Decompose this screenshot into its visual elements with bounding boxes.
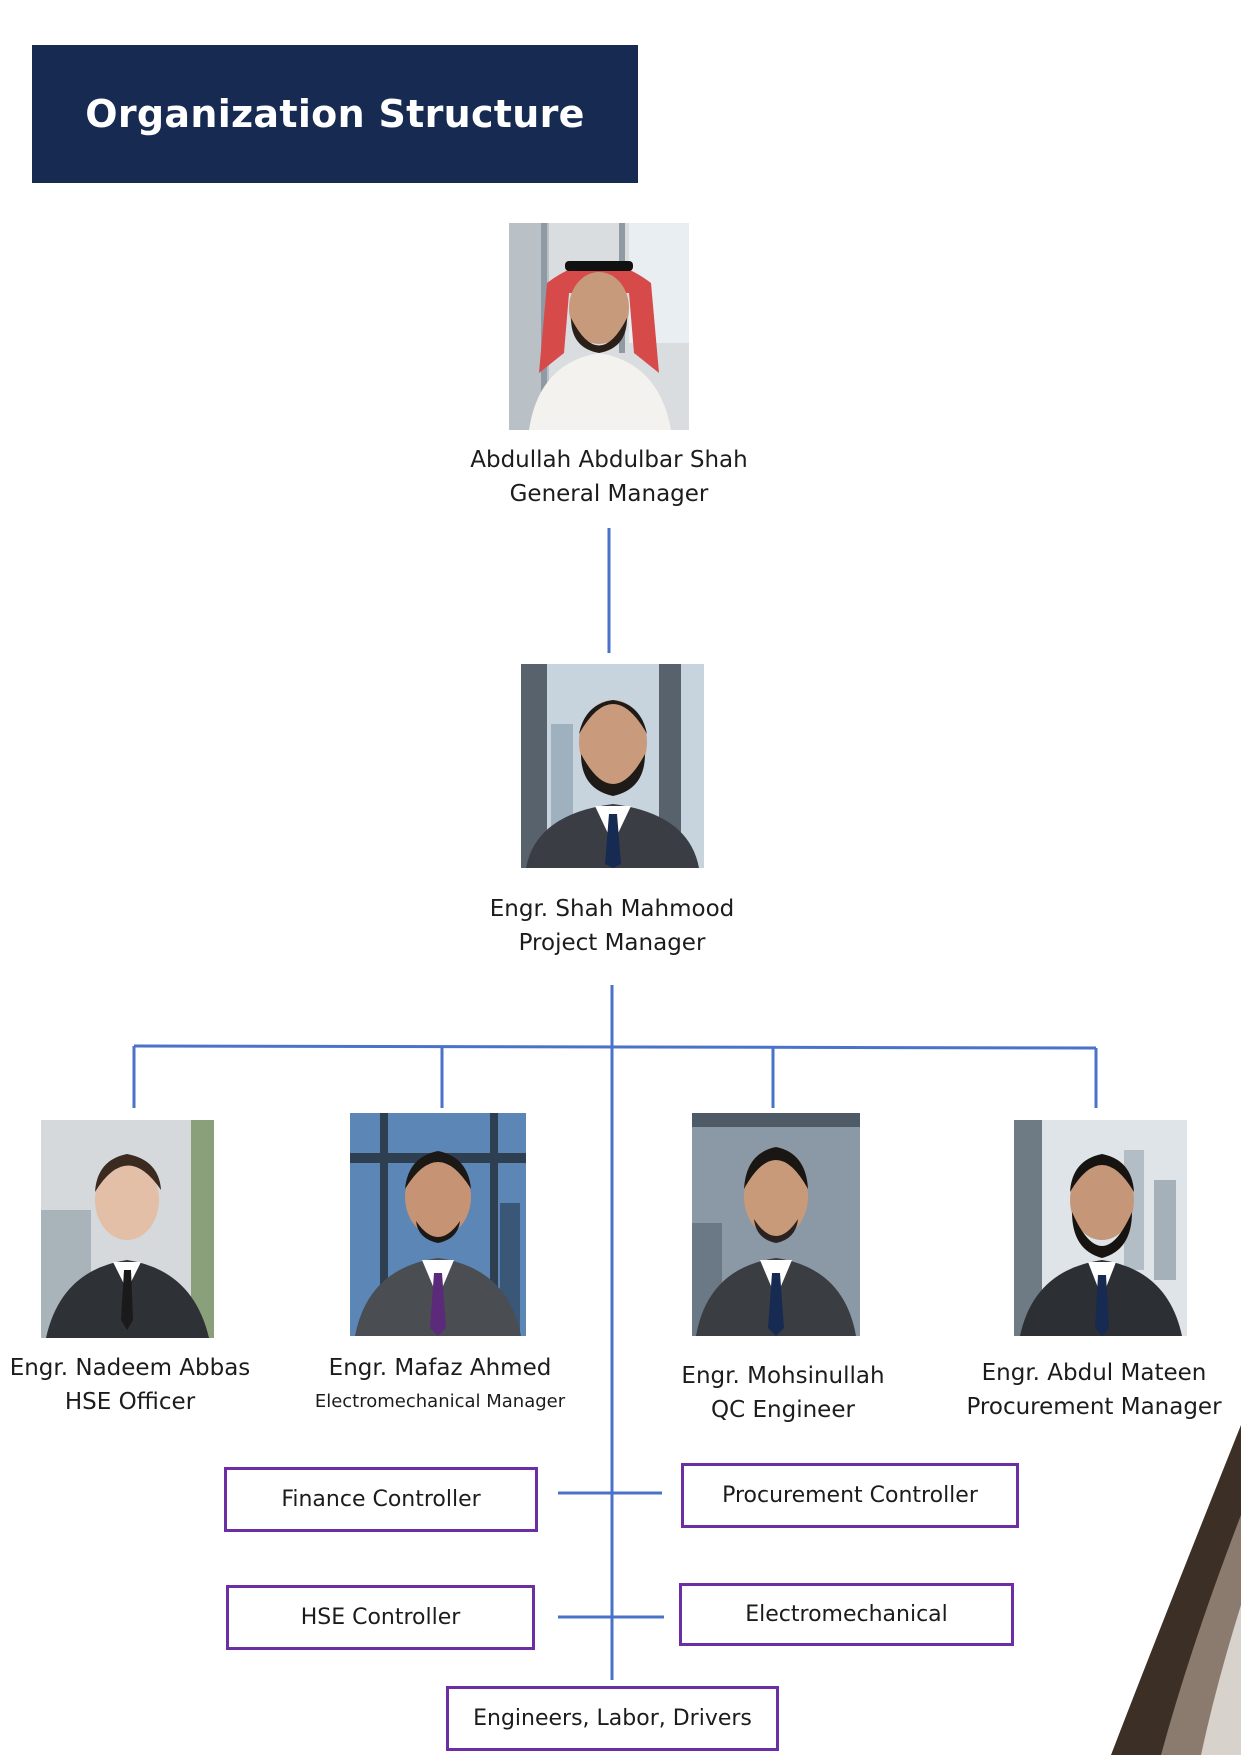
qc-engineer-caption: Engr. Mohsinullah QC Engineer: [653, 1359, 913, 1427]
hse-controller-box: HSE Controller: [226, 1585, 535, 1650]
procurement-manager-role: Procurement Manager: [966, 1394, 1222, 1420]
pm-role: Project Manager: [518, 930, 706, 956]
procurement-controller-label: Procurement Controller: [722, 1483, 978, 1508]
gm-caption: Abdullah Abdulbar Shah General Manager: [409, 443, 809, 511]
finance-controller-label: Finance Controller: [281, 1487, 481, 1512]
hse-controller-label: HSE Controller: [300, 1605, 461, 1630]
em-manager-role: Electromechanical Manager: [314, 1391, 566, 1412]
gm-role: General Manager: [509, 481, 709, 507]
electromechanical-label: Electromechanical: [745, 1602, 948, 1627]
procurement-manager-caption: Engr. Abdul Mateen Procurement Manager: [950, 1356, 1238, 1424]
connector-horizontal: [133, 1044, 1097, 1050]
qc-engineer-name: Engr. Mohsinullah: [681, 1363, 885, 1389]
hse-officer-photo: [41, 1120, 214, 1338]
pm-caption: Engr. Shah Mahmood Project Manager: [412, 892, 812, 960]
title-banner: Organization Structure: [32, 45, 638, 183]
em-manager-caption: Engr. Mafaz Ahmed Electromechanical Mana…: [290, 1351, 590, 1419]
corner-decoration: [1111, 1425, 1241, 1755]
qc-engineer-photo: [692, 1113, 860, 1336]
hse-officer-role: HSE Officer: [64, 1389, 196, 1415]
hse-officer-name: Engr. Nadeem Abbas: [9, 1355, 251, 1381]
finance-controller-box: Finance Controller: [224, 1467, 538, 1532]
engineers-labor-drivers-box: Engineers, Labor, Drivers: [446, 1686, 779, 1751]
page-title: Organization Structure: [85, 92, 585, 136]
gm-name: Abdullah Abdulbar Shah: [470, 447, 748, 473]
procurement-manager-name: Engr. Abdul Mateen: [981, 1360, 1207, 1386]
em-manager-name: Engr. Mafaz Ahmed: [328, 1355, 552, 1381]
qc-engineer-role: QC Engineer: [711, 1397, 855, 1423]
gm-photo: [509, 223, 689, 430]
engineers-labor-drivers-label: Engineers, Labor, Drivers: [473, 1706, 752, 1731]
em-manager-photo: [350, 1113, 526, 1336]
procurement-manager-photo: [1014, 1120, 1187, 1336]
procurement-controller-box: Procurement Controller: [681, 1463, 1019, 1528]
pm-photo: [521, 664, 704, 868]
pm-name: Engr. Shah Mahmood: [489, 896, 735, 922]
hse-officer-caption: Engr. Nadeem Abbas HSE Officer: [0, 1351, 260, 1419]
electromechanical-box: Electromechanical: [679, 1583, 1014, 1646]
